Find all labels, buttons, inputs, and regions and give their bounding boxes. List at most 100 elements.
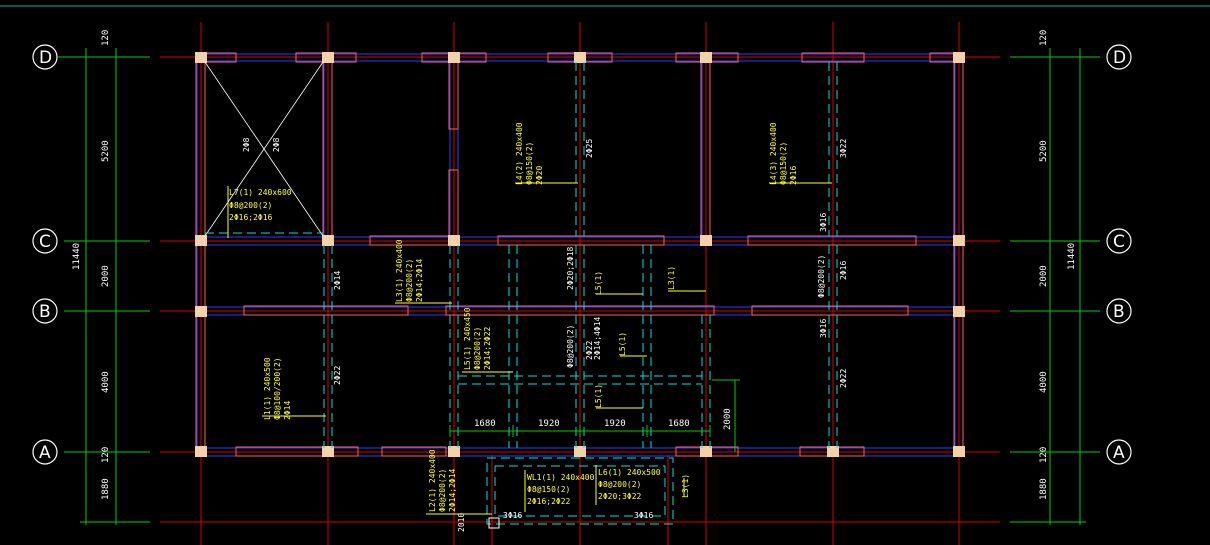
grid-bubble-D-right bbox=[1106, 44, 1132, 70]
column bbox=[700, 446, 712, 457]
svg-text:Φ8@200(2): Φ8@200(2) bbox=[438, 469, 447, 512]
svg-text:Φ8@200(2): Φ8@200(2) bbox=[229, 201, 272, 210]
right-dim-dc: 5200 bbox=[1039, 140, 1049, 162]
svg-text:L1(1) 240x500: L1(1) 240x500 bbox=[263, 357, 272, 420]
svg-text:Φ8@200(2): Φ8@200(2) bbox=[598, 480, 641, 489]
column bbox=[953, 235, 965, 246]
svg-text:2Φ14;2Φ14: 2Φ14;2Φ14 bbox=[415, 258, 424, 302]
svg-text:2Φ14;2Φ22: 2Φ14;2Φ22 bbox=[483, 326, 492, 370]
column bbox=[448, 52, 460, 63]
tag-l3-a: L3(1) bbox=[667, 266, 676, 290]
note-l5: L5(1) 240x450 Φ8@200(2) 2Φ14;2Φ22 bbox=[462, 307, 513, 373]
column bbox=[448, 446, 460, 457]
rebar-r13: 3Φ16 bbox=[634, 511, 653, 520]
stair-opening bbox=[204, 61, 324, 237]
column bbox=[953, 446, 965, 457]
column bbox=[322, 446, 334, 457]
grid-label-B-right: B bbox=[1113, 302, 1125, 322]
column bbox=[195, 306, 207, 317]
rebar-r9: 2Φ22 bbox=[839, 369, 848, 388]
columns bbox=[195, 52, 965, 457]
tag-l5-c: L5(1) bbox=[594, 384, 603, 408]
svg-text:2Φ16: 2Φ16 bbox=[789, 166, 798, 185]
svg-text:2Φ20: 2Φ20 bbox=[535, 166, 544, 185]
rebar-r15: 2Φ14;4Φ14 bbox=[593, 316, 602, 360]
grid-label-A-right: A bbox=[1113, 443, 1125, 463]
rebar-r14: Φ8@200(2) bbox=[817, 255, 826, 298]
right-dimension-chain: 120 5200 2000 4000 120 1880 11440 bbox=[1010, 30, 1100, 525]
svg-text:L4(3) 240x400: L4(3) 240x400 bbox=[769, 122, 778, 185]
rebar-r4: 2Φ20;2Φ18 bbox=[566, 246, 575, 290]
svg-text:2Φ16;2Φ16: 2Φ16;2Φ16 bbox=[229, 213, 273, 222]
bay-dim-1: 1680 bbox=[474, 419, 496, 429]
rebar-labels: 2Φ25 3Φ22 2Φ14 2Φ20;2Φ18 2Φ22 Φ8@200(2) … bbox=[242, 137, 848, 520]
column bbox=[322, 235, 334, 246]
grid-label-C-left: C bbox=[39, 232, 51, 252]
left-dimension-chain: 120 5200 2000 4000 120 1880 11440 bbox=[64, 30, 150, 525]
rebar-r2: 3Φ22 bbox=[839, 139, 848, 158]
svg-text:WL1(1) 240x400: WL1(1) 240x400 bbox=[527, 473, 595, 482]
svg-text:L7(1) 240x600: L7(1) 240x600 bbox=[229, 188, 292, 197]
column bbox=[700, 52, 712, 63]
rebar-r5: 2Φ22 bbox=[333, 366, 342, 385]
column bbox=[322, 52, 334, 63]
beam-annotations: L7(1) 240x600 Φ8@200(2) 2Φ16;2Φ16 L4(2) … bbox=[227, 122, 832, 515]
right-dim-cb: 2000 bbox=[1039, 265, 1049, 287]
note-l3: L3(1) 240x400 Φ8@200(2) 2Φ14;2Φ14 bbox=[395, 239, 452, 304]
right-dim-top: 120 bbox=[1039, 30, 1049, 46]
column bbox=[953, 52, 965, 63]
right-dim-extension: 1880 bbox=[1039, 478, 1049, 500]
stair-mark-1: 2Φ8 bbox=[242, 137, 251, 152]
grid-bubble-C-right bbox=[1106, 228, 1132, 254]
rebar-r8: 3Φ16 bbox=[819, 213, 828, 232]
grid-label-D-left: D bbox=[39, 48, 52, 68]
svg-text:L4(2) 240x400: L4(2) 240x400 bbox=[515, 122, 524, 185]
column bbox=[448, 235, 460, 246]
svg-text:Φ8@200(2): Φ8@200(2) bbox=[405, 259, 414, 302]
grid-label-C-right: C bbox=[1113, 232, 1125, 252]
svg-text:2Φ20;3Φ22: 2Φ20;3Φ22 bbox=[598, 492, 642, 501]
rebar-r6: Φ8@200(2) bbox=[566, 325, 575, 368]
svg-text:L3(1) 240x400: L3(1) 240x400 bbox=[395, 239, 404, 302]
grid-bubbles: D C B A D C B A bbox=[32, 44, 1132, 465]
grid-bubble-B-right bbox=[1106, 298, 1132, 324]
svg-text:2Φ16;2Φ22: 2Φ16;2Φ22 bbox=[527, 497, 571, 506]
right-dim-ba: 4000 bbox=[1039, 371, 1049, 393]
bay-dim-vertical: 2000 bbox=[723, 408, 733, 430]
note-l4-3: L4(3) 240x400 Φ8@150(2) 2Φ16 bbox=[769, 122, 832, 185]
right-dim-bottom: 120 bbox=[1039, 447, 1049, 463]
tag-l5-b: L5(1) bbox=[618, 332, 627, 356]
bay-dim-3: 1920 bbox=[604, 419, 626, 429]
column bbox=[574, 446, 586, 457]
left-dim-dc: 5200 bbox=[101, 140, 111, 162]
grid-bubble-A-right bbox=[1106, 439, 1132, 465]
svg-text:Φ8@150(2): Φ8@150(2) bbox=[779, 142, 788, 185]
bay-dimensions: 1680 1920 1920 1680 2000 2010 bbox=[449, 379, 740, 532]
bay-dim-small: 2010 bbox=[457, 513, 466, 532]
svg-text:L2(1) 240x400: L2(1) 240x400 bbox=[428, 449, 437, 512]
svg-text:Φ8@150(2): Φ8@150(2) bbox=[527, 485, 570, 494]
rebar-r3: 2Φ14 bbox=[333, 271, 342, 290]
vertical-axes bbox=[200, 22, 960, 545]
column bbox=[195, 446, 207, 457]
left-dim-top: 120 bbox=[101, 30, 111, 46]
svg-text:Φ8@200(2): Φ8@200(2) bbox=[473, 327, 482, 370]
bay-dim-2: 1920 bbox=[538, 419, 560, 429]
note-l4-2: L4(2) 240x400 Φ8@150(2) 2Φ20 bbox=[515, 122, 578, 185]
left-dim-extension: 1880 bbox=[101, 478, 111, 500]
grid-label-B-left: B bbox=[39, 302, 51, 322]
bay-dim-4: 1680 bbox=[668, 419, 690, 429]
left-dim-ba: 4000 bbox=[101, 371, 111, 393]
rebar-r1: 2Φ25 bbox=[585, 139, 594, 158]
grid-bubble-A-left bbox=[32, 439, 58, 465]
note-l2: L2(1) 240x400 Φ8@200(2) 2Φ14;2Φ14 bbox=[426, 449, 492, 515]
svg-text:L6(1) 240x500: L6(1) 240x500 bbox=[598, 468, 661, 477]
column bbox=[953, 306, 965, 317]
left-dim-bottom: 120 bbox=[101, 447, 111, 463]
section-marker bbox=[488, 517, 500, 529]
note-l1: L1(1) 240x500 Φ8@100/200(2) 2Φ14 bbox=[262, 357, 326, 420]
grid-bubble-B-left bbox=[32, 298, 58, 324]
column bbox=[827, 446, 839, 457]
grid-label-D-right: D bbox=[1113, 48, 1126, 68]
